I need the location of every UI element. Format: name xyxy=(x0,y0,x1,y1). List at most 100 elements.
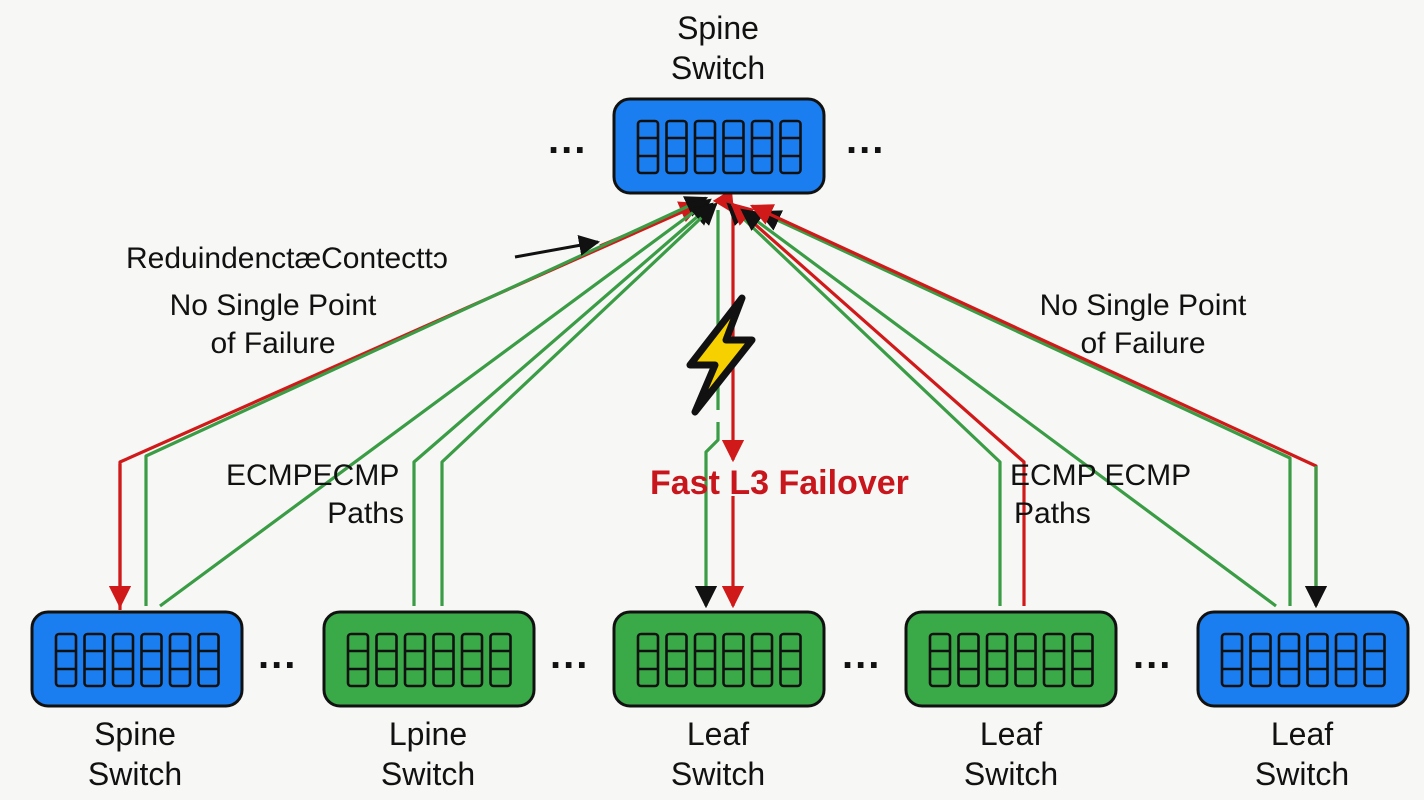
label-line2: Switch xyxy=(380,756,476,792)
switch-body xyxy=(322,610,536,708)
redundant-connections-label: ReduindenctæContecttɔ xyxy=(126,242,448,275)
link-green-left-d xyxy=(440,202,718,606)
label-line2: Switch xyxy=(1254,756,1350,792)
switch-label-1: Spine Switch xyxy=(25,714,245,794)
links-layer xyxy=(108,188,1328,610)
no-spof-right-label: No Single Point of Failure xyxy=(1020,287,1266,362)
port xyxy=(985,632,1009,688)
port xyxy=(197,632,220,688)
switch-body xyxy=(612,610,826,708)
switch-label-5: Leaf Switch xyxy=(1192,714,1412,794)
link-green-center xyxy=(694,210,720,609)
label-line1: Leaf xyxy=(979,716,1043,752)
port xyxy=(489,632,512,688)
label-line1: Leaf xyxy=(686,716,750,752)
switch-ports-icon xyxy=(346,632,512,688)
port xyxy=(665,119,688,175)
port xyxy=(460,632,484,688)
label-line1: No Single Point xyxy=(169,289,377,322)
link-green-right-b xyxy=(740,208,1277,608)
label-line1: No Single Point xyxy=(1039,289,1247,322)
label-line2: of Failure xyxy=(1080,326,1206,360)
switch-3 xyxy=(612,610,826,708)
top-spine-label: Spine Switch xyxy=(608,8,828,88)
label-line2: Paths xyxy=(1014,496,1091,530)
switch-body xyxy=(612,97,826,195)
label-line1: Spine xyxy=(94,716,176,752)
link-red-right-b xyxy=(749,204,1318,606)
label-line2: Switch xyxy=(963,756,1059,792)
port xyxy=(1363,632,1386,688)
port xyxy=(693,632,717,688)
annotation-pointer-arrow xyxy=(514,235,601,259)
port xyxy=(140,632,163,688)
port xyxy=(1334,632,1358,688)
switch-ports-icon xyxy=(54,632,220,688)
port xyxy=(665,632,688,688)
label-line2: Switch xyxy=(87,756,183,792)
link-green-left-a xyxy=(144,196,709,606)
link-green-left-c xyxy=(412,202,714,606)
label-line1: Spine xyxy=(677,10,759,46)
label-line1: Leaf xyxy=(1270,716,1334,752)
port xyxy=(636,119,660,175)
ellipsis-top-left: ... xyxy=(548,118,588,162)
port xyxy=(1014,632,1037,688)
switch-body xyxy=(904,610,1118,708)
port xyxy=(346,632,370,688)
switch-ports-icon xyxy=(928,632,1094,688)
switch-label-2: Lpine Switch xyxy=(318,714,538,794)
ellipsis-bottom-2: ... xyxy=(550,633,590,677)
switch-5 xyxy=(1196,610,1410,708)
ellipsis-top-right: ... xyxy=(846,118,886,162)
port xyxy=(779,632,802,688)
switch-2 xyxy=(322,610,536,708)
label-line1: ECMPECMP xyxy=(226,459,400,492)
switch-body xyxy=(1196,610,1410,708)
port xyxy=(168,632,192,688)
port xyxy=(1042,632,1066,688)
port xyxy=(1071,632,1094,688)
port xyxy=(957,632,980,688)
port xyxy=(750,119,774,175)
port xyxy=(750,632,774,688)
lightning-bolt-icon xyxy=(686,294,756,416)
switch-ports-icon xyxy=(1220,632,1386,688)
switch-1 xyxy=(30,610,244,708)
port xyxy=(1249,632,1272,688)
fast-failover-label: Fast L3 Failover xyxy=(650,464,909,502)
switch-4 xyxy=(904,610,1118,708)
port xyxy=(432,632,455,688)
switches-layer xyxy=(30,97,1410,708)
port xyxy=(1220,632,1244,688)
top-spine-switch xyxy=(612,97,826,195)
port xyxy=(375,632,398,688)
ellipsis-bottom-4: ... xyxy=(1133,633,1173,677)
link-red-right-a xyxy=(730,202,1026,606)
link-green-right-a xyxy=(726,202,1002,606)
port xyxy=(928,632,952,688)
switch-ports-icon xyxy=(636,632,802,688)
switch-body xyxy=(30,610,244,708)
port xyxy=(693,119,717,175)
port xyxy=(1306,632,1329,688)
switch-label-4: Leaf Switch xyxy=(901,714,1121,794)
port xyxy=(111,632,135,688)
port xyxy=(722,119,745,175)
ecmp-right-label: ECMP ECMP Paths xyxy=(1010,457,1210,532)
port xyxy=(636,632,660,688)
link-green-right-c xyxy=(757,210,1292,606)
ellipsis-bottom-3: ... xyxy=(842,633,882,677)
ellipsis-bottom-1: ... xyxy=(258,633,298,677)
port xyxy=(1277,632,1301,688)
link-green-left-b xyxy=(159,198,712,608)
port xyxy=(722,632,745,688)
switch-ports-icon xyxy=(636,119,802,175)
label-line2: Paths xyxy=(327,496,404,530)
port xyxy=(403,632,427,688)
ecmp-left-label: ECMPECMP Paths xyxy=(226,457,416,532)
port xyxy=(83,632,106,688)
label-line1: Lpine xyxy=(388,716,468,752)
label-line1: ECMP ECMP xyxy=(1010,459,1192,492)
